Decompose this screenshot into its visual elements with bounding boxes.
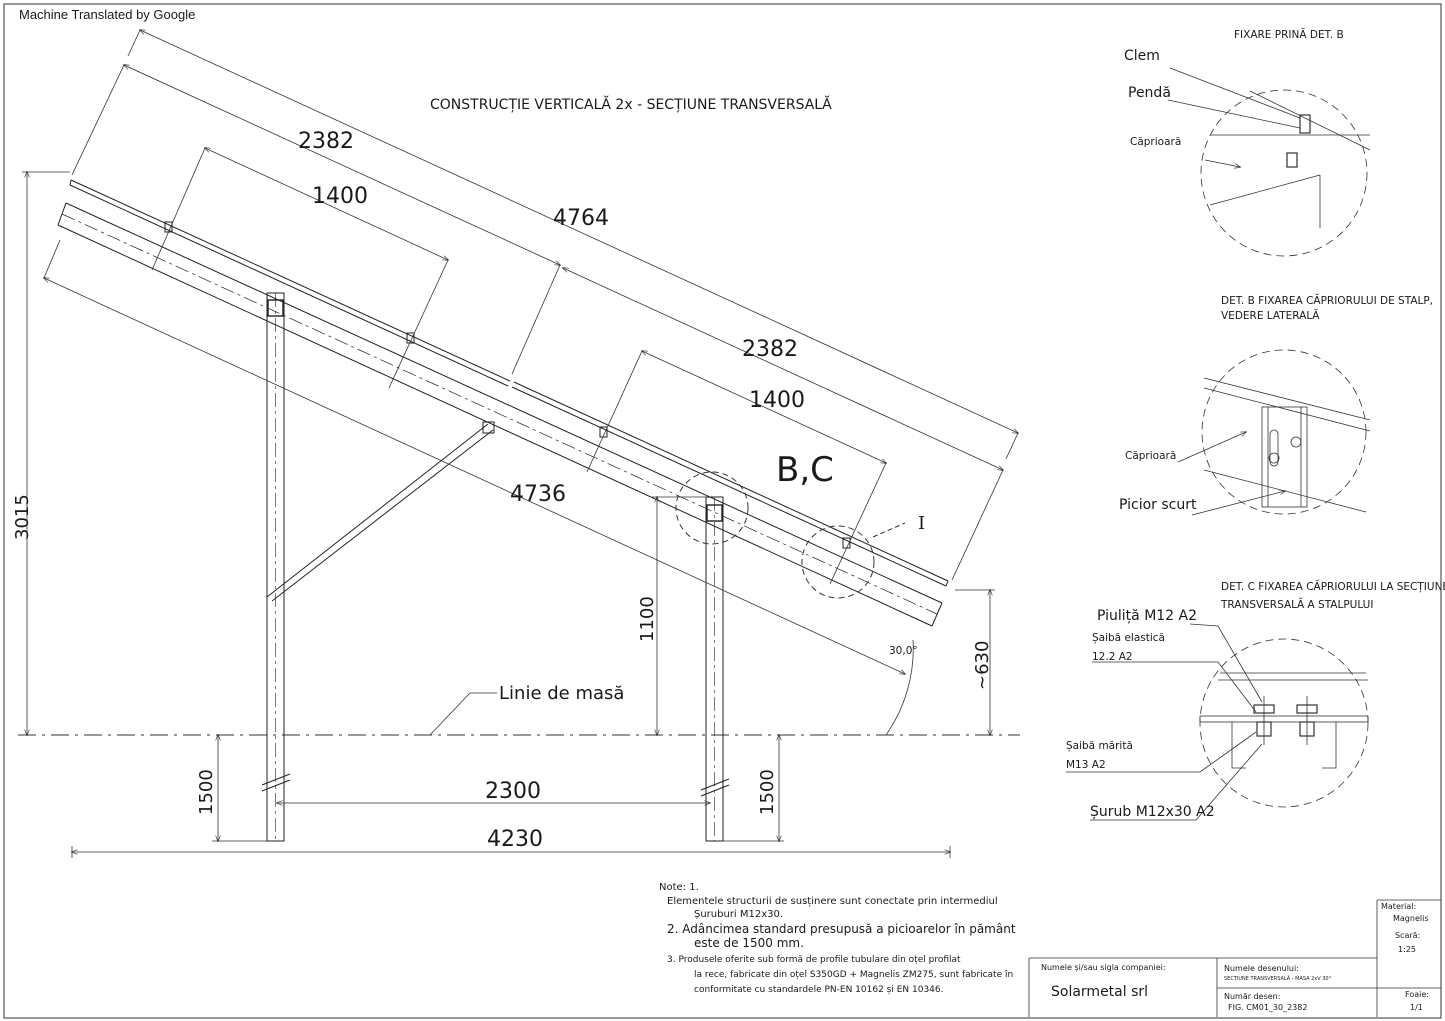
watermark: Machine Translated by Google <box>19 7 196 22</box>
dimension-2300: 2300 <box>485 779 541 804</box>
dimension-2382-top: 2382 <box>298 129 354 154</box>
tb-drawing-no-label: Număr desen: <box>1224 992 1281 1001</box>
tb-sheet-label: Foaie: <box>1405 990 1429 999</box>
drawing-title: CONSTRUCȚIE VERTICALĂ 2x - SECȚIUNE TRAN… <box>430 97 832 113</box>
drawing-frame <box>3 3 1442 1019</box>
detail-c-title-1: DET. C FIXAREA CĂPRIORULUI LA SECȚIUNEA <box>1221 581 1445 593</box>
rafter-assembly <box>57 179 949 627</box>
note-3-line-1: 3. Produsele oferite sub formă de profil… <box>667 955 961 965</box>
detail-c <box>1066 623 1369 821</box>
label-saiba-elastica-size: 12.2 A2 <box>1092 651 1133 663</box>
tb-scale: 1:25 <box>1398 945 1416 954</box>
tb-scale-label: Scară: <box>1395 931 1421 940</box>
tb-company: Solarmetal srl <box>1051 984 1149 1000</box>
tb-drawing-name: SECȚIUNE TRANSVERSALĂ - MASA 2xV 30° <box>1224 976 1332 982</box>
callout-i: I <box>918 513 926 534</box>
detail-fixare-title: FIXARE PRINĂ DET. B <box>1234 29 1344 41</box>
title-block <box>1028 899 1441 1017</box>
note-3-line-3: conformitate cu standardele PN-EN 10162 … <box>694 985 944 995</box>
dimension-1400-bottom: 1400 <box>749 388 805 413</box>
dimension-3015: 3015 <box>12 494 33 540</box>
label-piulita: Piuliță M12 A2 <box>1097 608 1198 624</box>
note-1-line-2: Șuruburi M12x30. <box>694 909 784 920</box>
tb-material-label: Material: <box>1381 902 1417 911</box>
note-2-line-1: 2. Adâncimea standard presupusă a picioa… <box>667 922 1016 936</box>
label-saiba-elastica: Șaibă elastică <box>1092 632 1165 644</box>
angle-label: 30,0° <box>889 645 918 657</box>
dimension-4230: 4230 <box>487 827 543 852</box>
note-3-line-2: la rece, fabricate din oțel S350GD + Mag… <box>694 970 1014 980</box>
note-2-line-2: este de 1500 mm. <box>694 936 804 950</box>
notes-heading: Note: 1. <box>659 882 699 893</box>
label-surub: Șurub M12x30 A2 <box>1090 804 1215 820</box>
dimension-lines <box>22 30 1018 858</box>
tb-material: Magnelis <box>1393 914 1429 923</box>
posts <box>261 292 730 842</box>
dimension-4764: 4764 <box>553 206 609 231</box>
dimension-1400-top: 1400 <box>312 184 368 209</box>
label-clem: Clem <box>1124 48 1160 64</box>
dimension-1100: 1100 <box>637 596 658 642</box>
detail-fixare <box>1167 67 1371 257</box>
label-penda: Pendă <box>1128 85 1171 101</box>
tb-company-label: Numele și/sau sigla companiei: <box>1041 963 1166 972</box>
tb-drawing-name-label: Numele desenului: <box>1224 964 1299 973</box>
label-caprioara-b: Căprioară <box>1125 450 1177 462</box>
detail-b <box>1177 349 1371 516</box>
dimension-1500-left: 1500 <box>196 769 217 815</box>
detail-circle-bc <box>675 471 749 545</box>
detail-b-title-2: VEDERE LATERALĂ <box>1221 310 1320 322</box>
detail-c-title-2: TRANSVERSALĂ A STALPULUI <box>1221 599 1374 611</box>
tb-drawing-no: FIG. CM01_30_2382 <box>1228 1003 1308 1012</box>
dimension-630: ~630 <box>972 640 993 690</box>
label-caprioara-fixare: Căprioară <box>1130 136 1182 148</box>
label-picior-scurt: Picior scurt <box>1119 497 1197 513</box>
label-saiba-marita-size: M13 A2 <box>1066 759 1106 771</box>
tb-sheet: 1/1 <box>1410 1003 1423 1012</box>
brace <box>266 423 489 598</box>
dimension-1500-right: 1500 <box>757 769 778 815</box>
detail-b-title-1: DET. B FIXAREA CĂPRIORULUI DE STALP, <box>1221 295 1434 307</box>
dimension-4736: 4736 <box>510 482 566 507</box>
callout-bc: B,C <box>776 450 834 490</box>
note-1-line-1: Elementele structurii de susținere sunt … <box>667 896 998 907</box>
label-saiba-marita: Șaibă mărită <box>1066 740 1133 752</box>
dimension-2382-bottom: 2382 <box>742 337 798 362</box>
ground-line-label: Linie de masă <box>499 683 625 704</box>
